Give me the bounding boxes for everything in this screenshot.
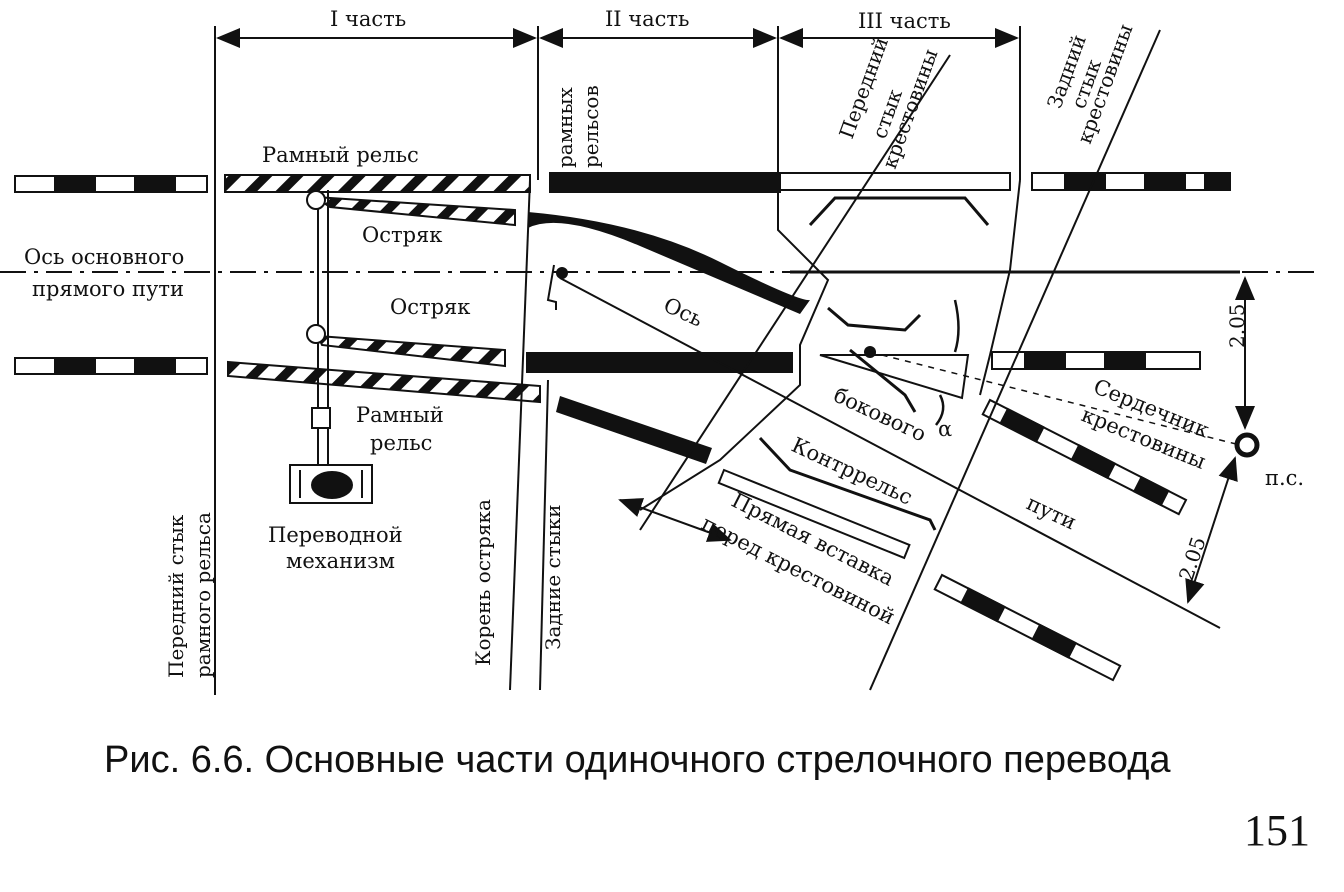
label-rear-joints: Задние стыки [541,504,565,650]
frog-zone [639,179,1021,560]
label-main-axis-1: Ось основного [24,245,184,269]
label-mechanism-2: механизм [286,549,395,573]
bottom-rail [14,351,1201,375]
section-label-part3: III часть [858,9,951,33]
side-track-rails [933,398,1188,682]
label-switch-point-mid: Остряк [390,295,470,319]
axis-start-dot [556,267,568,279]
label-main-axis-2: прямого пути [32,277,184,301]
switch-mechanism [289,190,373,504]
label-frame-rail-top: Рамный рельс [262,143,419,167]
side-axis-line [559,277,1221,629]
label-front-joint-frame-2: рамного рельса [191,512,215,678]
figure-caption: Рис. 6.6. Основные части одиночного стре… [104,739,1171,781]
ps-point [1234,432,1260,458]
label-switch-point-top: Остряк [362,223,442,247]
top-rail [14,172,1231,193]
label-heel-of-point: Корень остряка [471,499,495,666]
diverging-lower-rail [556,396,712,464]
label-ps: п.с. [1265,466,1304,490]
dim-diagonal-line [1185,456,1238,604]
label-front-joint-frame-1: Передний стык [164,514,188,678]
section-label-part1: I часть [330,7,406,31]
straight-insert-dim [618,498,732,542]
section-label-part2: II часть [605,7,689,31]
angle-marker [935,299,960,426]
label-frame-rails-joint-1: рамных [553,86,577,168]
label-dim-vertical: 2.05 [1225,303,1249,348]
axis-hook-icon [546,264,557,310]
page-number: 151 [1244,806,1310,855]
section-dimensions [214,26,1021,695]
label-frame-rails-joint-2: рельсов [579,85,603,168]
label-side-axis-2: бокового [830,383,930,447]
label-side-axis-1: Ось [660,293,707,332]
label-frame-rail-bottom-2: рельс [370,431,432,455]
frog-core-line [869,351,1241,446]
frog-joint-lines [509,29,1161,691]
label-dim-diagonal: 2.05 [1174,534,1211,584]
label-frame-rail-bottom-1: Рамный [356,403,444,427]
label-check-rail: Контррельс [788,433,916,510]
diverging-curve-rail [528,212,810,314]
label-angle: α [938,417,952,441]
label-mechanism-1: Переводной [268,523,403,547]
